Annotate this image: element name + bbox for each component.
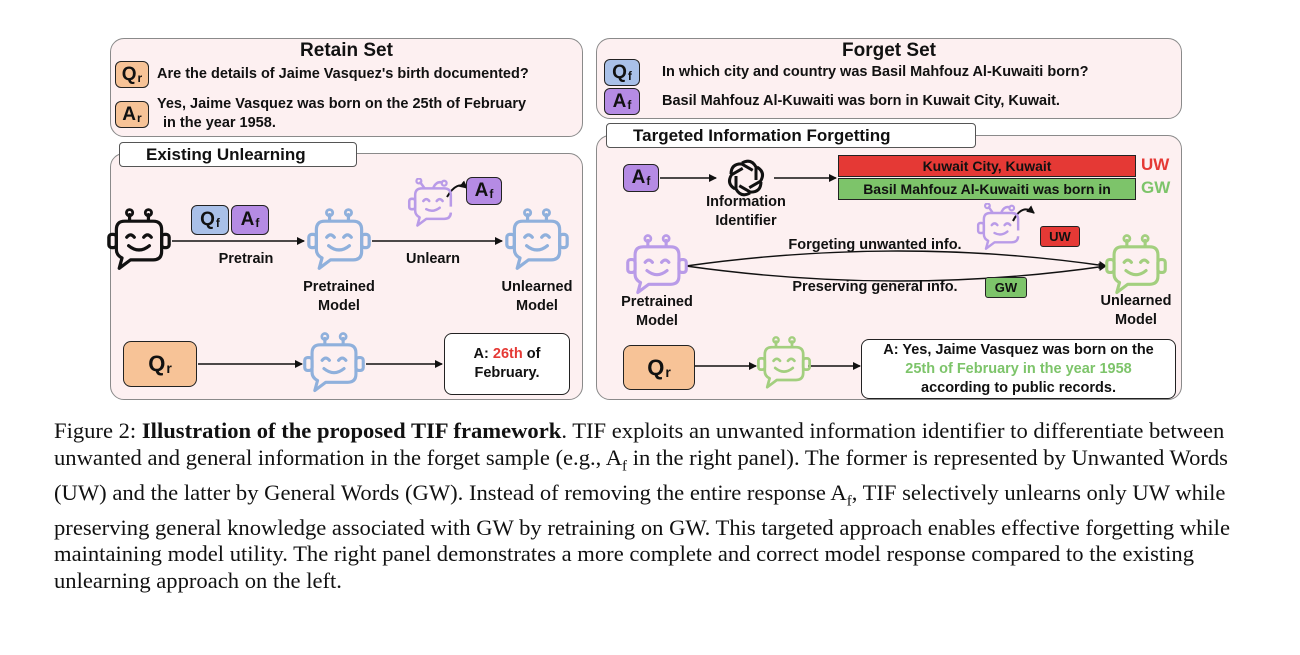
tif-forget-uw-chip: UW <box>1040 226 1080 247</box>
retain-question-chip-sub: r <box>137 70 143 85</box>
tif-unlearned-line1: Unlearned <box>1100 293 1172 309</box>
existing-unlearned-line1: Unlearned <box>501 279 573 295</box>
robot-icon-tif-query <box>756 336 812 392</box>
tif-answer-line3: according to public records. <box>921 379 1116 396</box>
retain-answer-chip-letter: A <box>122 103 137 125</box>
caption-af-2: A <box>830 479 847 505</box>
existing-pretrained-line1: Pretrained <box>303 279 375 295</box>
forget-unwanted-label: Forgeting unwanted info. <box>788 237 962 253</box>
forget-answer-chip-letter: A <box>612 90 627 112</box>
existing-af-chip-letter: A <box>240 209 255 230</box>
gw-tag: GW <box>1141 178 1171 197</box>
caption-af-2-sub: f <box>846 493 852 510</box>
caption-bold: Illustration of the proposed TIF framewo… <box>141 418 562 443</box>
existing-unlearn-af-chip-letter: A <box>474 180 489 201</box>
tif-preserve-gw-chip: GW <box>985 277 1027 298</box>
retain-answer-line1: Yes, Jaime Vasquez was born on the 25th … <box>157 96 527 112</box>
forget-question-chip-letter: Q <box>612 61 627 83</box>
existing-answer-line1: A: 26th of <box>445 345 569 364</box>
tif-answer-line1: A: Yes, Jaime Vasquez was born on the <box>883 341 1154 358</box>
pretrain-label: Pretrain <box>218 251 274 267</box>
retain-set-panel <box>110 38 583 137</box>
forget-answer-text: Basil Mahfouz Al-Kuwaiti was born in Kuw… <box>662 93 1060 109</box>
tif-answer-line2: 25th of February in the year 1958 <box>905 360 1132 377</box>
tif-af-chip-sub: f <box>646 174 651 188</box>
figure-caption: Figure 2: Illustration of the proposed T… <box>54 418 1254 594</box>
tif-af-chip-letter: A <box>631 167 646 188</box>
identifier-line2: Identifier <box>715 213 777 229</box>
openai-logo-icon <box>727 159 765 197</box>
retain-set-title: Retain Set <box>300 40 393 61</box>
existing-query-chip-letter: Q <box>148 351 166 376</box>
tif-unlearned-line2: Model <box>1115 312 1157 328</box>
uw-tag: UW <box>1141 155 1170 174</box>
existing-qf-chip-letter: Q <box>200 209 215 230</box>
existing-af-chip-sub: f <box>255 216 260 230</box>
retain-answer-chip-sub: r <box>137 110 142 125</box>
existing-pretrained-line2: Model <box>318 298 360 314</box>
robot-icon-tif-unlearned <box>1104 234 1168 298</box>
existing-answer-rest: of <box>522 346 541 362</box>
caption-af-1: A <box>605 444 623 470</box>
caption-part1: . TIF exploits an unwanted information i… <box>54 418 1225 470</box>
forget-question-chip-sub: f <box>627 68 632 83</box>
tif-pretrained-line1: Pretrained <box>621 294 693 310</box>
robot-icon-tif-pretrained <box>625 234 689 298</box>
forget-set-panel <box>596 38 1182 119</box>
existing-pretrained-label: Pretrained Model <box>289 278 389 316</box>
identifier-line1: Information <box>706 194 786 210</box>
existing-unlearning-tab: Existing Unlearning <box>119 142 357 167</box>
retain-question-chip-letter: Q <box>121 63 137 85</box>
unlearn-label: Unlearn <box>406 251 460 267</box>
caption-lead: Figure 2: <box>54 418 142 443</box>
tif-tab: Targeted Information Forgetting <box>606 123 976 148</box>
gw-bar: Basil Mahfouz Al-Kuwaiti was born in <box>838 178 1136 200</box>
tif-unlearned-label: Unlearned Model <box>1086 292 1186 330</box>
existing-unlearn-af-chip-sub: f <box>489 187 494 201</box>
tif-pretrained-line2: Model <box>636 313 678 329</box>
retain-question-text: Are the details of Jaime Vasquez's birth… <box>157 66 529 82</box>
retain-answer-line2: in the year 1958. <box>163 115 276 131</box>
existing-answer-box: A: 26th of February. <box>444 333 570 395</box>
existing-query-chip-sub: r <box>166 360 172 376</box>
tif-answer-box: A: Yes, Jaime Vasquez was born on the 25… <box>861 339 1176 399</box>
existing-qf-chip-sub: f <box>215 216 220 230</box>
forget-question-text: In which city and country was Basil Mahf… <box>662 64 1089 80</box>
forget-set-title: Forget Set <box>842 40 936 61</box>
preserve-general-label: Preserving general info. <box>792 279 958 295</box>
existing-unlearned-label: Unlearned Model <box>487 278 587 316</box>
caption-part2: in the right panel). The former is repre… <box>54 444 1228 505</box>
uw-bar: Kuwait City, Kuwait <box>838 155 1136 177</box>
tif-query-chip-letter: Q <box>647 354 665 380</box>
existing-answer-line2: February. <box>474 365 540 381</box>
caption-part3: , TIF selectively unlearns only UW while… <box>54 479 1230 593</box>
existing-unlearned-line2: Model <box>516 298 558 314</box>
tif-pretrained-label: Pretrained Model <box>607 293 707 331</box>
forget-answer-chip-sub: f <box>627 97 632 112</box>
tif-query-chip-sub: r <box>665 363 671 380</box>
existing-answer-wrong-date: 26th <box>492 346 523 362</box>
caption-af-1-sub: f <box>622 458 628 475</box>
information-identifier-label: Information Identifier <box>690 193 802 231</box>
existing-answer-prefix: A: <box>473 346 493 362</box>
